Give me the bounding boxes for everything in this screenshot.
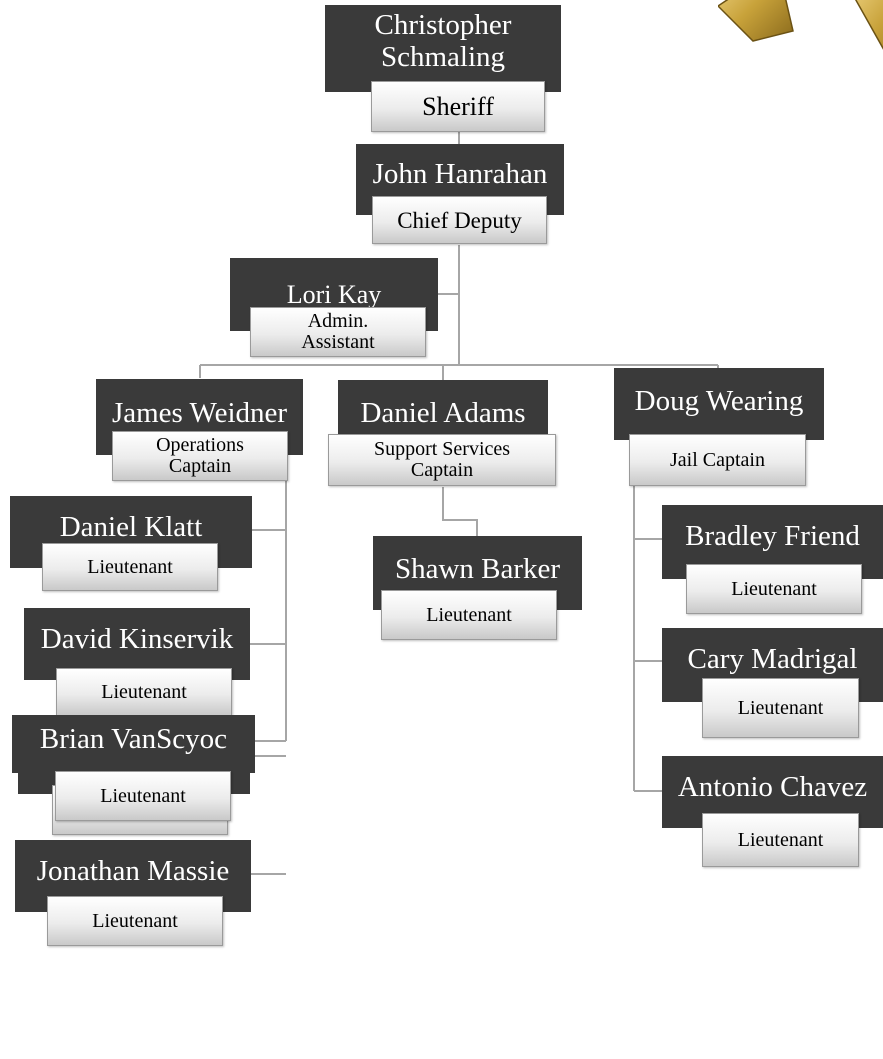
lieutenant-name: Brian VanScyoc: [12, 715, 255, 773]
lieutenant-node: Cary Madrigal Lieutenant: [662, 628, 883, 740]
lieutenant-node: Antonio Chavez Lieutenant: [662, 756, 883, 868]
lieutenant-node: Shawn Barker Lieutenant: [373, 536, 582, 640]
lieutenant-title: Lieutenant: [702, 813, 859, 867]
chief-deputy-node: John Hanrahan Chief Deputy: [356, 144, 564, 246]
lieutenant-title: Lieutenant: [686, 564, 862, 614]
support-captain-title: Support Services Captain: [328, 434, 556, 486]
sheriff-name: Christopher Schmaling: [325, 5, 561, 92]
lieutenant-title: Lieutenant: [56, 668, 232, 716]
lieutenant-node: David Kinservik Lieutenant: [24, 608, 250, 716]
admin-assistant-node: Lori Kay Admin. Assistant: [230, 258, 438, 358]
lieutenant-title: Lieutenant: [381, 590, 557, 640]
lieutenant-node: Bradley Friend Lieutenant: [662, 505, 883, 615]
chief-deputy-title: Chief Deputy: [372, 196, 547, 244]
lieutenant-node: Daniel Klatt Lieutenant: [10, 496, 252, 596]
lieutenant-title: Lieutenant: [42, 543, 218, 591]
support-captain-node: Daniel Adams Support Services Captain: [328, 380, 558, 488]
sheriff-title: Sheriff: [371, 81, 545, 132]
lieutenant-title: Lieutenant: [47, 896, 223, 946]
support-captain-name: Daniel Adams: [338, 380, 548, 456]
jail-captain-node: Doug Wearing Jail Captain: [614, 368, 824, 486]
operations-captain-node: James Weidner Operations Captain: [96, 379, 303, 481]
sheriff-star-badge-icon: [718, 0, 883, 50]
sheriff-node: Christopher Schmaling Sheriff: [325, 5, 561, 132]
lieutenant-title: Lieutenant: [55, 771, 231, 821]
operations-captain-title: Operations Captain: [112, 431, 288, 481]
jail-captain-title: Jail Captain: [629, 434, 806, 486]
admin-assistant-title: Admin. Assistant: [250, 307, 426, 357]
lieutenant-node: Jonathan Massie Lieutenant: [15, 840, 251, 946]
lieutenant-title: Lieutenant: [702, 678, 859, 738]
jail-captain-name: Doug Wearing: [614, 368, 824, 440]
lieutenant-node: Brian VanScyoc Lieutenant: [12, 715, 255, 823]
